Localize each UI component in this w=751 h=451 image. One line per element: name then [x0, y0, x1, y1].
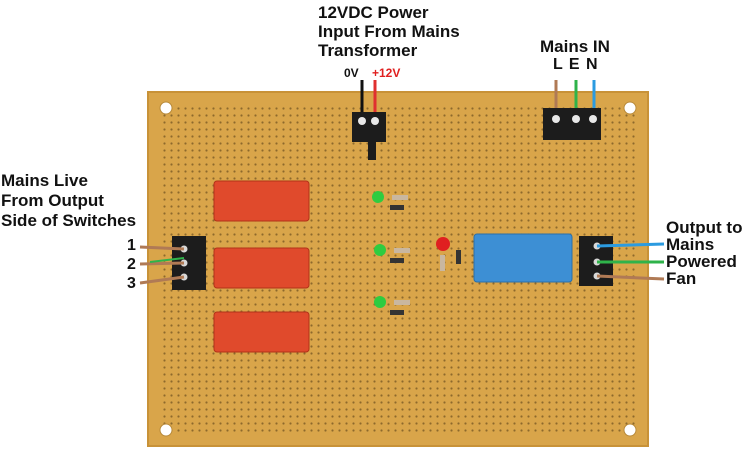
mounting-hole [623, 423, 637, 437]
plus-12v-label: +12V [372, 66, 401, 80]
output-wire-brown [596, 274, 665, 281]
red-relay-2 [213, 247, 310, 289]
green-led-3 [374, 296, 386, 308]
diode [390, 310, 404, 315]
diode [390, 258, 404, 263]
power-input-label: 12VDC Power Input From Mains Transformer [318, 3, 460, 60]
power-connector-tab [368, 142, 376, 160]
red-relay-3 [213, 311, 310, 353]
output-label: Output to Mains Powered Fan [666, 219, 742, 287]
switch-wire-1 [139, 245, 185, 251]
switch-2-label: 2 [127, 256, 136, 273]
resistor [394, 248, 410, 253]
resistor [394, 300, 410, 305]
terminal-screw [572, 115, 580, 123]
output-wire-blue [596, 242, 665, 248]
terminal-screw [358, 117, 366, 125]
mains-terminal-block [543, 108, 601, 140]
switch-wire-3 [139, 275, 185, 285]
green-led-1 [372, 191, 384, 203]
mounting-hole [623, 101, 637, 115]
mounting-hole [159, 101, 173, 115]
resistor [440, 255, 445, 271]
mains-live-line-1: Mains Live [1, 171, 88, 190]
mains-in-label: Mains IN [540, 37, 610, 56]
power-terminal-block [352, 112, 386, 142]
terminal-screw [552, 115, 560, 123]
mains-live-line-3: Side of Switches [1, 211, 137, 230]
power-input-line-2: Input From Mains [318, 22, 460, 41]
green-led-2 [374, 244, 386, 256]
len-label: L E N [553, 56, 599, 73]
zero-volt-label: 0V [344, 66, 359, 80]
diode [390, 205, 404, 210]
power-input-line-1: 12VDC Power [318, 3, 429, 22]
mains-live-label: Mains Live From Output Side of Switches [1, 171, 136, 231]
switch-3-label: 3 [127, 275, 136, 292]
output-line-1: Output to [666, 218, 743, 237]
mains-live-line-2: From Output [1, 191, 104, 210]
power-input-line-3: Transformer [318, 41, 418, 60]
switch-1-label: 1 [127, 237, 136, 254]
switch-wire-2 [139, 261, 185, 266]
red-led [436, 237, 450, 251]
resistor [392, 195, 408, 200]
diode [456, 250, 461, 264]
terminal-screw [371, 117, 379, 125]
output-line-2: Mains [666, 235, 715, 254]
mounting-hole [159, 423, 173, 437]
switch-wire-green [149, 257, 185, 263]
output-line-4: Fan [666, 269, 697, 288]
terminal-screw [589, 115, 597, 123]
red-relay-1 [213, 180, 310, 222]
output-line-3: Powered [666, 252, 737, 271]
blue-relay [473, 233, 573, 283]
